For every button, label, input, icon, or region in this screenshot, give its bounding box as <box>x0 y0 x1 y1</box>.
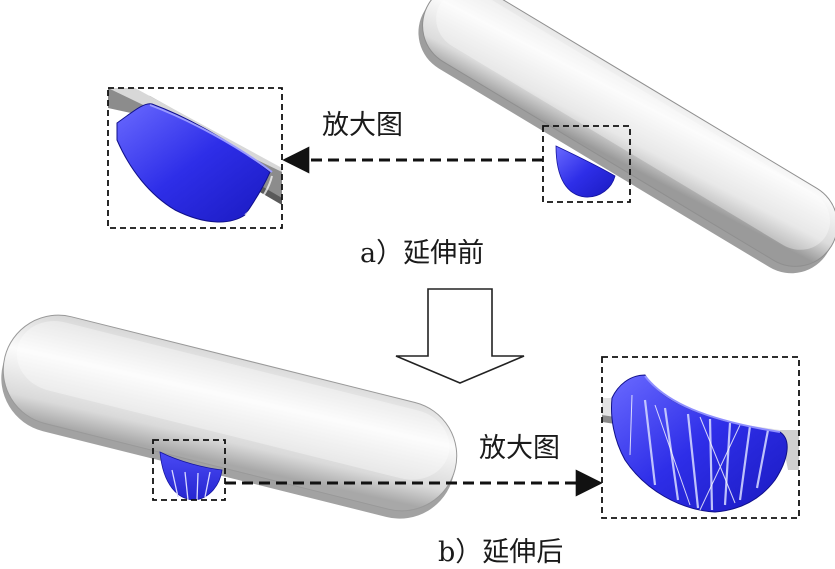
bottom-blue-patch <box>159 451 223 501</box>
top-zoom-view <box>108 88 282 228</box>
top-capsule-body <box>418 0 835 274</box>
bottom-zoom-view <box>602 357 799 518</box>
top-caption: a）延伸前 <box>360 238 485 269</box>
bottom-capsule-body <box>1 314 458 519</box>
bottom-zoom-stripes <box>643 399 770 511</box>
down-outline-arrow-icon <box>395 288 525 384</box>
top-selection-box <box>542 125 631 203</box>
top-zoom-label: 放大图 <box>322 110 403 141</box>
bottom-selection-box <box>152 439 226 501</box>
bottom-caption: b）延伸后 <box>438 537 564 568</box>
bottom-zoom-label: 放大图 <box>479 433 560 464</box>
top-blue-patch <box>555 145 616 198</box>
top-zoom-frame <box>107 87 283 229</box>
bottom-zoom-frame <box>601 356 800 519</box>
top-panel <box>107 0 835 274</box>
bottom-panel <box>1 314 800 519</box>
top-zoom-blue-surface <box>116 103 271 223</box>
